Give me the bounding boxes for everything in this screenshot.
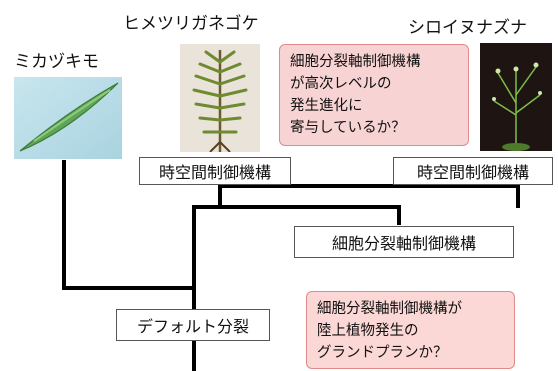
callout-top-line-2: が高次レベルの [290, 76, 392, 92]
callout-bottom-line-2: 陸上植物発生の [317, 323, 419, 339]
callout-top: 細胞分裂軸制御機構 が高次レベルの 発生進化に 寄与しているか？ [279, 44, 469, 146]
callout-top-line-1: 細胞分裂軸制御機構 [290, 54, 421, 70]
box-spatiotemporal-right: 時空間制御機構 [393, 157, 553, 185]
tree-line-base-horizontal [62, 286, 196, 290]
hime-image [180, 44, 260, 152]
tree-line-hime-vertical [218, 184, 222, 208]
label-shiro: シロイヌナズナ [408, 18, 527, 38]
box-spatiotemporal-left: 時空間制御機構 [139, 157, 291, 185]
box-default-division: デフォルト分裂 [116, 309, 270, 341]
box-division-axis: 細胞分裂軸制御機構 [294, 226, 514, 258]
label-hime: ヒメツリガネゴケ [123, 14, 259, 34]
callout-bottom-line-1: 細胞分裂軸制御機構が [317, 301, 462, 317]
callout-top-line-4: 寄与しているか？ [290, 120, 406, 136]
tree-line-crossbar [218, 184, 520, 188]
tree-line-upper-horizontal [192, 205, 401, 209]
tree-line-shiro-vertical [516, 184, 520, 208]
mikazukimo-image [14, 77, 122, 159]
shiro-image [480, 43, 552, 151]
tree-line-trunk-vertical [192, 205, 196, 371]
tree-line-mikazukimo-vertical [62, 160, 66, 290]
tree-line-right-vertical [397, 205, 401, 225]
label-mikazukimo: ミカヅキモ [14, 52, 99, 72]
callout-bottom: 細胞分裂軸制御機構が 陸上植物発生の グランドプランか？ [306, 291, 515, 369]
callout-bottom-line-3: グランドプランか？ [317, 345, 448, 361]
callout-top-line-3: 発生進化に [290, 98, 363, 114]
